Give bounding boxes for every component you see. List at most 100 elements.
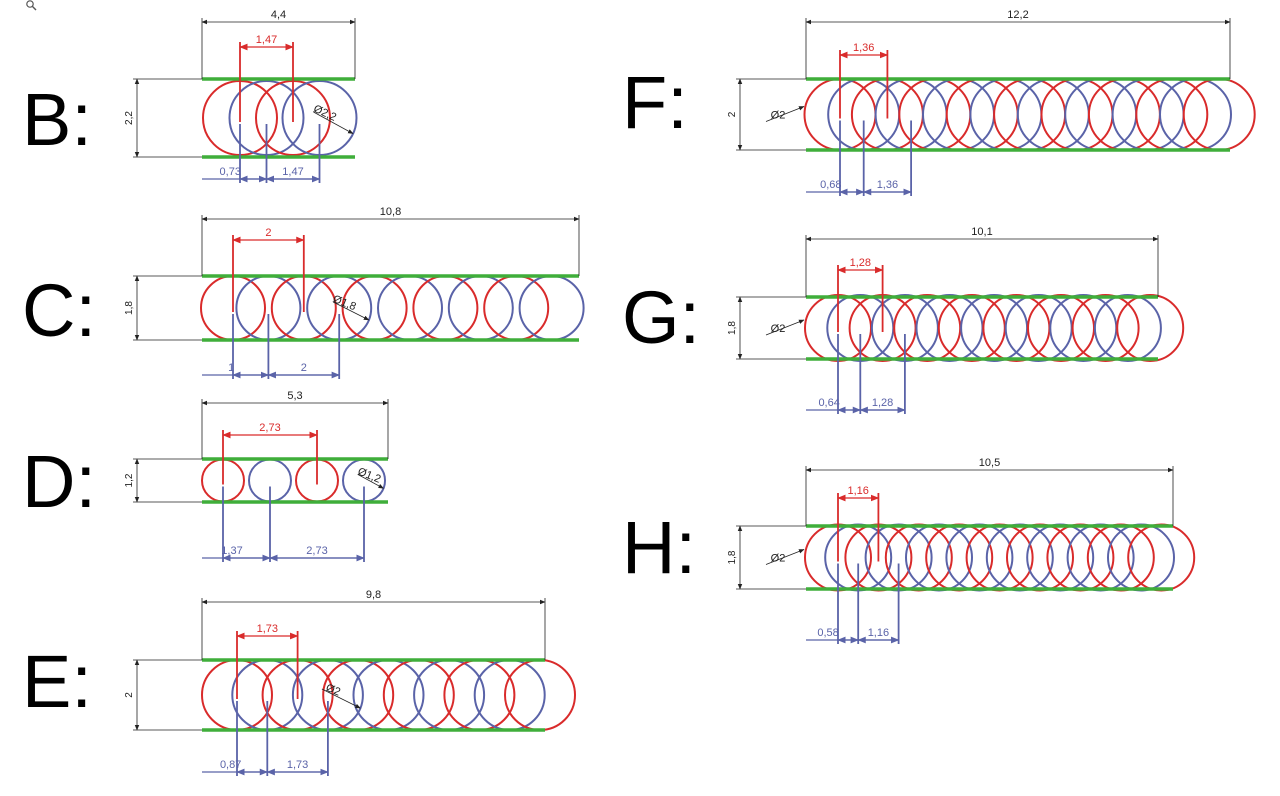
coil-circle bbox=[1135, 78, 1209, 151]
coil-circle bbox=[483, 275, 550, 341]
blue-pitch-label: 1,28 bbox=[872, 397, 893, 409]
panel-label: E: bbox=[22, 640, 92, 723]
coil-circle bbox=[1159, 78, 1232, 151]
height-label: 1,2 bbox=[124, 473, 135, 487]
blue-half-label: 1 bbox=[228, 362, 234, 374]
height-label: 2,2 bbox=[124, 111, 135, 125]
coil-circle bbox=[447, 275, 514, 341]
red-pitch-label: 1,16 bbox=[847, 485, 868, 497]
coil-circle bbox=[473, 659, 546, 731]
blue-pitch-label: 1,73 bbox=[287, 759, 308, 771]
total-length-label: 12,2 bbox=[1007, 9, 1028, 21]
height-label: 2 bbox=[124, 692, 135, 698]
diameter-leader bbox=[321, 688, 361, 709]
diameter-label: Ø2 bbox=[771, 553, 786, 565]
coil-circle bbox=[1107, 523, 1175, 592]
panel-label: D: bbox=[22, 440, 96, 523]
coil-circle bbox=[382, 659, 455, 731]
coil-circle bbox=[884, 523, 953, 592]
coil-circle bbox=[1093, 294, 1162, 362]
coil-circle bbox=[965, 523, 1034, 592]
coil-circle bbox=[925, 523, 994, 592]
diameter-label: Ø1,2 bbox=[356, 466, 383, 486]
coil-circle bbox=[993, 78, 1067, 151]
diameter-leader bbox=[357, 474, 384, 489]
diameter-leader bbox=[765, 319, 805, 336]
diameter-leader bbox=[313, 111, 354, 134]
red-pitch-label: 1,73 bbox=[257, 623, 278, 635]
coil-circle bbox=[1064, 78, 1138, 151]
coil-circle bbox=[945, 523, 1014, 592]
red-pitch-label: 1,47 bbox=[256, 34, 277, 46]
coil-circle bbox=[412, 275, 479, 341]
coil-circle bbox=[1087, 78, 1161, 151]
coil-circle bbox=[377, 275, 443, 341]
panel-label: H: bbox=[622, 506, 696, 589]
height-label: 1,8 bbox=[124, 301, 135, 315]
diameter-leader bbox=[333, 301, 370, 321]
red-pitch-label: 1,36 bbox=[853, 42, 874, 54]
panel-label: C: bbox=[22, 269, 96, 352]
blue-pitch-label: 1,36 bbox=[877, 179, 898, 191]
panel-label: B: bbox=[22, 78, 92, 161]
total-length-label: 10,1 bbox=[971, 226, 992, 238]
coil-circle bbox=[413, 659, 486, 731]
coil-circle bbox=[898, 78, 972, 151]
coil-group bbox=[804, 523, 1196, 592]
diameter-leader bbox=[765, 106, 805, 122]
diameter-label: Ø2 bbox=[324, 682, 342, 699]
blue-pitch-label: 2 bbox=[301, 362, 307, 374]
coil-circle bbox=[1066, 523, 1135, 592]
blue-half-label: 0,73 bbox=[220, 166, 241, 178]
blue-half-label: 1,37 bbox=[221, 545, 242, 557]
coil-circle bbox=[945, 78, 1019, 151]
coil-circle bbox=[1086, 523, 1155, 592]
coil-group bbox=[201, 659, 576, 731]
diameter-label: Ø2,2 bbox=[311, 103, 338, 124]
blue-half-label: 0,64 bbox=[818, 397, 839, 409]
coil-circle bbox=[443, 659, 516, 731]
coil-circle bbox=[985, 523, 1054, 592]
height-label: 1,8 bbox=[727, 321, 738, 335]
coil-circle bbox=[1046, 523, 1115, 592]
coil-circle bbox=[1111, 78, 1185, 151]
coil-circle bbox=[1116, 294, 1185, 362]
total-length-label: 9,8 bbox=[366, 589, 381, 601]
height-label: 2 bbox=[727, 111, 738, 117]
coil-circle bbox=[1127, 523, 1196, 592]
height-label: 1,8 bbox=[727, 550, 738, 564]
red-pitch-label: 1,28 bbox=[850, 257, 871, 269]
magnifier-icon[interactable] bbox=[26, 0, 37, 11]
blue-half-label: 0,58 bbox=[817, 627, 838, 639]
coil-circle bbox=[1026, 523, 1095, 592]
coil-group bbox=[804, 294, 1185, 362]
coil-circle bbox=[1182, 78, 1256, 151]
coil-group bbox=[803, 78, 1256, 151]
coil-circle bbox=[905, 523, 973, 592]
red-pitch-label: 2 bbox=[265, 227, 271, 239]
total-length-label: 5,3 bbox=[287, 390, 302, 402]
coil-circle bbox=[1006, 523, 1074, 592]
diameter-leader bbox=[765, 549, 805, 565]
blue-half-label: 0,68 bbox=[820, 179, 841, 191]
blue-pitch-label: 1,16 bbox=[868, 627, 889, 639]
panel-label: G: bbox=[622, 276, 700, 359]
coil-circle bbox=[1040, 78, 1114, 151]
coil-circle bbox=[969, 78, 1043, 151]
coil-circle bbox=[922, 78, 995, 151]
coil-circle bbox=[1071, 294, 1140, 362]
total-length-label: 4,4 bbox=[271, 9, 286, 21]
blue-pitch-label: 1,47 bbox=[282, 166, 303, 178]
coil-circle bbox=[518, 275, 585, 341]
total-length-label: 10,5 bbox=[979, 457, 1000, 469]
coil-circle bbox=[1016, 78, 1090, 151]
panel-label: F: bbox=[622, 61, 688, 144]
